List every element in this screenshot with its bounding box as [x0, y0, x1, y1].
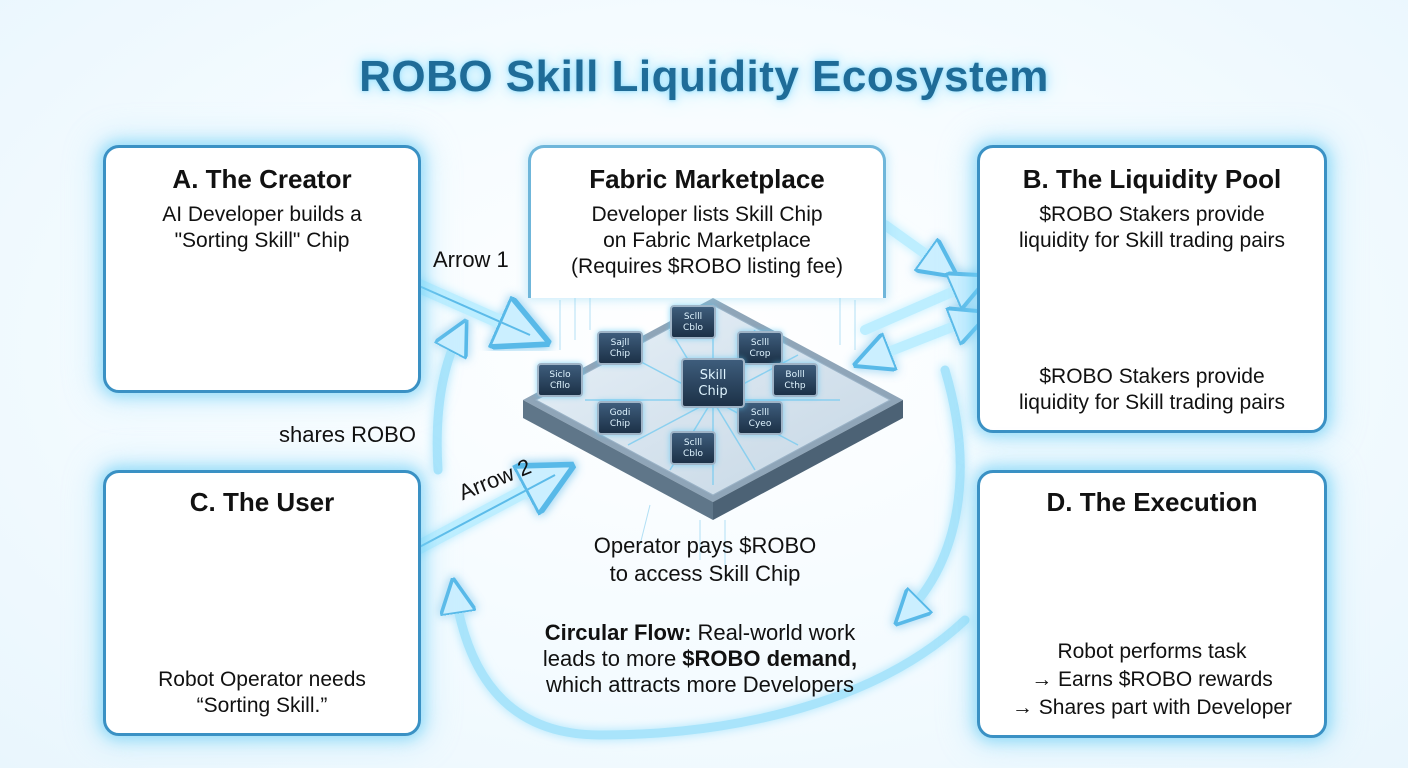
chip-text: Sclll	[750, 408, 770, 418]
chip-text: Chip	[698, 384, 728, 399]
execution-line-2: → Earns $ROBO rewards	[1031, 668, 1273, 691]
chip-text: Skill	[699, 368, 727, 383]
operator-pays-line-2: to access Skill Chip	[609, 561, 801, 586]
circular-flow-lead: Circular Flow:	[544, 620, 692, 645]
user-heading: C. The User	[189, 487, 335, 517]
arrow-2	[403, 475, 555, 559]
chip-text: Sclll	[683, 312, 703, 322]
diagram-title: ROBO Skill Liquidity Ecosystem	[359, 52, 1049, 101]
operator-pays-line-1: Operator pays $ROBO	[593, 533, 817, 558]
chip-text: Chip	[609, 349, 631, 359]
chip-text: Crop	[749, 349, 771, 359]
marketplace-heading: Fabric Marketplace	[589, 164, 825, 194]
chip-text: Bolll	[785, 370, 805, 380]
pool-line-1: $ROBO Stakers provide	[1039, 203, 1265, 226]
pool-heading: B. The Liquidity Pool	[1022, 164, 1282, 194]
chip-text: Sclll	[683, 438, 703, 448]
execution-line-3: → Shares part with Developer	[1011, 696, 1293, 719]
liquidity-pool-panel: B. The Liquidity Pool $ROBO Stakers prov…	[977, 145, 1327, 433]
circular-flow-text: Circular Flow: Real-world work leads to …	[490, 620, 910, 698]
circular-flow-line-2b: $ROBO demand,	[682, 646, 858, 671]
chip-text: Siclo	[549, 370, 571, 380]
execution-heading: D. The Execution	[1046, 487, 1258, 517]
pool-line-4: liquidity for Skill trading pairs	[1018, 391, 1286, 414]
execution-panel: D. The Execution Robot performs task → E…	[977, 470, 1327, 738]
circular-flow-line-3: which attracts more Developers	[545, 672, 855, 697]
circular-flow-line-2: leads to more $ROBO demand,	[490, 646, 910, 672]
chip-text: Cyeo	[748, 419, 772, 429]
chip-text: Cblo	[682, 323, 703, 333]
market-to-pool-arrows	[865, 220, 975, 360]
marketplace-panel: Fabric Marketplace Developer lists Skill…	[528, 145, 886, 298]
chip-text: Chip	[609, 419, 631, 429]
marketplace-line-1: Developer lists Skill Chip	[591, 203, 823, 226]
creator-line-2: "Sorting Skill" Chip	[174, 229, 350, 252]
arrow-1-label: Arrow 1	[433, 247, 509, 272]
creator-panel: A. The Creator AI Developer builds a "So…	[103, 145, 421, 393]
circular-flow-line-2a: leads to more	[542, 646, 683, 671]
chip-text: Cthp	[784, 381, 806, 391]
marketplace-line-3: (Requires $ROBO listing fee)	[571, 255, 843, 278]
chip-text: Cfllo	[550, 381, 570, 391]
marketplace-line-2: on Fabric Marketplace	[603, 229, 811, 252]
circular-flow-ring	[432, 332, 970, 740]
chip-text: Sclll	[750, 338, 770, 348]
user-line-1: Robot Operator needs	[158, 668, 366, 691]
chip-text: Godi	[609, 408, 631, 418]
user-panel: C. The User Robot Operator needs “Sortin…	[103, 470, 421, 736]
execution-line-1: Robot performs task	[1057, 640, 1247, 663]
circular-flow-line-1-rest: Real-world work	[691, 620, 856, 645]
creator-line-1: AI Developer builds a	[162, 203, 362, 226]
circular-flow-line-1: Circular Flow: Real-world work	[490, 620, 910, 646]
pool-line-2: liquidity for Skill trading pairs	[1018, 229, 1286, 252]
pool-line-3: $ROBO Stakers provide	[1039, 365, 1265, 388]
shares-robo-label: shares ROBO	[279, 422, 416, 447]
chip-text: Cblo	[682, 449, 703, 459]
chip-text: Sajll	[610, 338, 630, 348]
creator-heading: A. The Creator	[172, 164, 352, 194]
arrow-1	[403, 275, 530, 335]
user-line-2: “Sorting Skill.”	[196, 694, 328, 717]
